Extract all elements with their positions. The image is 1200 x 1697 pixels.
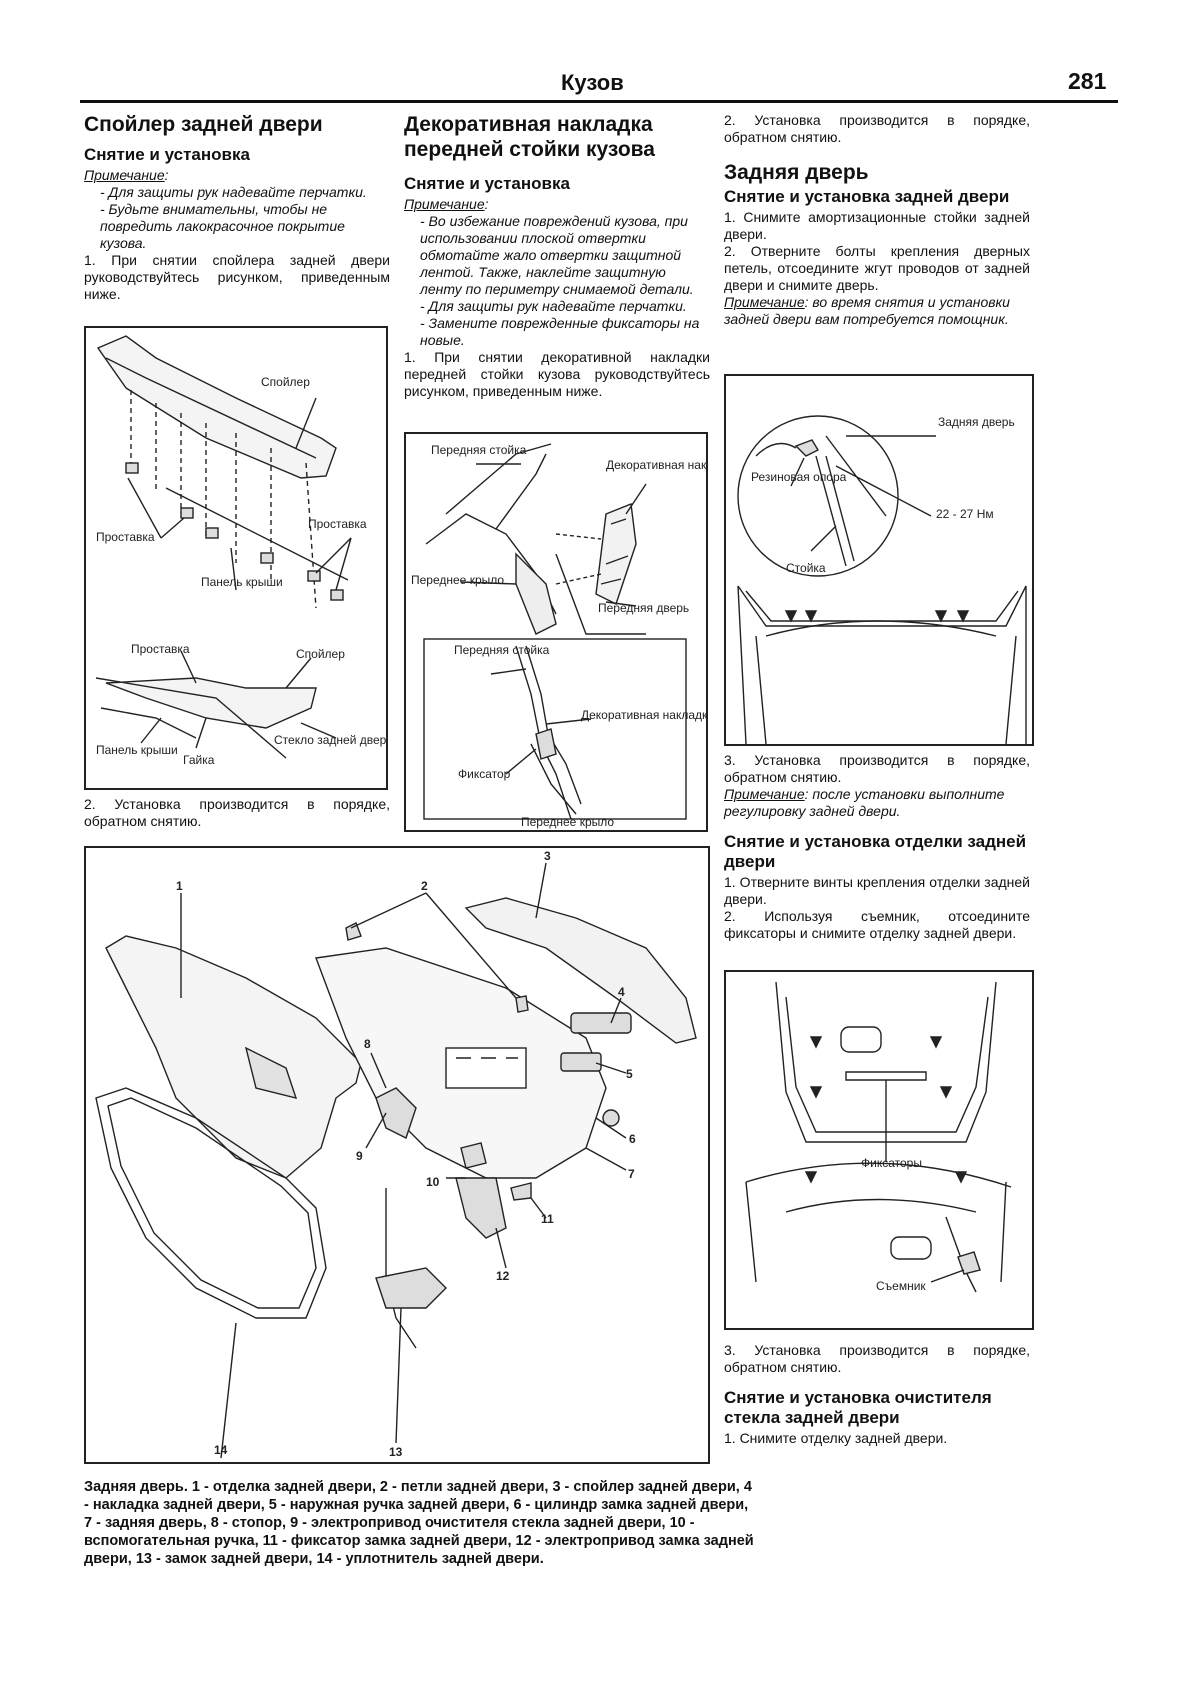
step-text: 3. Установка производится в порядке, обр… — [724, 1342, 1030, 1375]
step-text: 3. Установка производится в порядке, обр… — [724, 752, 1030, 785]
chapter-title: Кузов — [561, 70, 624, 95]
figure-rear-door-trim: Фиксаторы Съемник — [724, 970, 1034, 1330]
part-number: 2 — [421, 879, 428, 893]
figure-pillar-trim: Передняя стойка Декоративная накладка Пе… — [404, 432, 708, 832]
note-label: Примечание — [84, 167, 165, 183]
label-clip: Фиксатор — [458, 767, 511, 781]
step-text: 2. Установка производится в порядке, обр… — [84, 796, 390, 829]
step-text: 1. Снимите отделку задней двери. — [724, 1430, 948, 1446]
column-pillar-trim: Декоративная накладка передней стойки ку… — [404, 113, 710, 399]
part-number: 13 — [389, 1445, 403, 1459]
label-spoiler: Спойлер — [261, 375, 310, 389]
label-remover: Съемник — [876, 1279, 926, 1293]
column-wiper: 3. Установка производится в порядке, обр… — [724, 1342, 1030, 1447]
step-text: 2. Используя съемник, отсоедините фиксат… — [724, 908, 1030, 941]
section-title-rear-door: Задняя дверь — [724, 161, 869, 184]
page-header: Кузов 281 — [0, 64, 1200, 104]
note-text: : во время снятия и установки задней две… — [724, 294, 1010, 327]
part-number: 5 — [626, 1067, 633, 1081]
step-text: 1. При снятии декоративной накладки пере… — [404, 349, 710, 399]
label-front-fender: Переднее крыло — [411, 573, 504, 587]
label-roof-panel: Панель крыши — [201, 575, 283, 589]
subsection-title: Снятие и установка — [84, 145, 250, 164]
subsection-title: Снятие и установка задней двери — [724, 187, 1010, 206]
step-text: 2. Отверните болты крепления дверных пет… — [724, 243, 1030, 293]
part-number: 3 — [544, 849, 551, 863]
note-item: - Для защиты рук надевайте перчатки. — [100, 184, 367, 200]
label-nut: Гайка — [183, 753, 215, 767]
subsection-title: Снятие и установка очистителя стекла зад… — [724, 1388, 992, 1427]
part-number: 7 — [628, 1167, 635, 1181]
section-title-spoiler: Спойлер задней двери — [84, 113, 323, 136]
note-label: Примечание — [724, 294, 805, 310]
page-number: 281 — [1068, 68, 1107, 94]
label-strut: Стойка — [786, 561, 826, 575]
part-number: 8 — [364, 1037, 371, 1051]
step-text: 1. При снятии спойлера задней двери руко… — [84, 252, 390, 302]
note-item: - Замените поврежденные фиксаторы на нов… — [420, 315, 700, 348]
header-rule — [80, 100, 1118, 103]
step-text: 1. Снимите амортизационные стойки задней… — [724, 209, 1030, 242]
step-text: 1. Отверните винты крепления отделки зад… — [724, 874, 1030, 907]
label-spacer: Проставка — [96, 530, 155, 544]
section-title-pillar: Декоративная накладка передней стойки ку… — [404, 113, 655, 161]
label-spacer: Проставка — [308, 517, 367, 531]
note-item: - Для защиты рук надевайте перчатки. — [420, 298, 687, 314]
note-text: : после установки выполните регулировку … — [724, 786, 1005, 819]
note-label: Примечание — [724, 786, 805, 802]
part-number: 6 — [629, 1132, 636, 1146]
step-text: 2. Установка производится в порядке, обр… — [724, 112, 1030, 145]
label-rear-glass: Стекло задней двери — [274, 733, 386, 747]
note-item: - Будьте внимательны, чтобы не повредить… — [100, 201, 345, 251]
label-deco-trim: Декоративная накладка — [581, 708, 706, 722]
column-spoiler: Спойлер задней двери Снятие и установка … — [84, 113, 390, 302]
label-front-fender: Переднее крыло — [521, 815, 614, 829]
subsection-title: Снятие и установка — [404, 174, 570, 193]
part-number: 9 — [356, 1149, 363, 1163]
label-clips: Фиксаторы — [861, 1156, 922, 1170]
column-rear-door: 2. Установка производится в порядке, обр… — [724, 112, 1030, 328]
label-roof-panel: Панель крыши — [96, 743, 178, 757]
label-torque: 22 - 27 Нм — [936, 507, 994, 521]
part-number: 12 — [496, 1269, 510, 1283]
part-number: 14 — [214, 1443, 228, 1457]
label-spacer: Проставка — [131, 642, 190, 656]
label-rubber-stop: Резиновая опора — [751, 470, 847, 484]
figure-rear-door: Задняя дверь Резиновая опора 22 - 27 Нм … — [724, 374, 1034, 746]
part-number: 4 — [618, 985, 625, 999]
label-rear-door: Задняя дверь — [938, 415, 1015, 429]
note-label: Примечание — [404, 196, 485, 212]
note-item: - Во избежание повреждений кузова, при и… — [420, 213, 694, 297]
label-front-pillar: Передняя стойка — [454, 643, 550, 657]
part-number: 11 — [541, 1212, 554, 1226]
figure-caption: Задняя дверь. 1 - отделка задней двери, … — [84, 1479, 754, 1567]
column-rear-door-trim: 3. Установка производится в порядке, обр… — [724, 752, 1030, 942]
subsection-title: Снятие и установка отделки задней двери — [724, 832, 1027, 871]
figure-rear-door-exploded: 1 2 3 4 5 6 7 8 9 10 11 12 13 14 — [84, 846, 710, 1464]
column-spoiler-end: 2. Установка производится в порядке, обр… — [84, 796, 390, 830]
figure-spoiler: Спойлер Проставка Проставка Панель крыши… — [84, 326, 388, 790]
label-front-pillar: Передняя стойка — [431, 443, 527, 457]
label-front-door: Передняя дверь — [598, 601, 689, 615]
part-number: 10 — [426, 1175, 440, 1189]
part-number: 1 — [176, 879, 183, 893]
label-deco-trim: Декоративная накладка — [606, 458, 706, 472]
label-spoiler: Спойлер — [296, 647, 345, 661]
